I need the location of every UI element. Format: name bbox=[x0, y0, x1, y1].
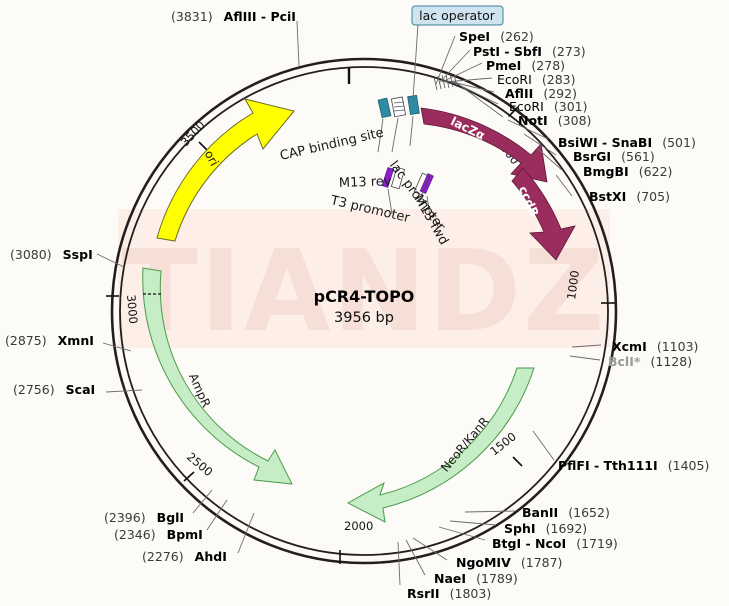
m13-rev-primer-marker bbox=[381, 167, 395, 188]
gene-arrow-ccdb: ccdB bbox=[511, 167, 576, 261]
regulatory-element-boxes bbox=[377, 94, 434, 196]
gene-label-ori: ori bbox=[202, 148, 222, 168]
tick-label-3500: 3500 bbox=[178, 118, 208, 149]
site-label-bpmi: (2346) BpmI bbox=[114, 524, 203, 543]
site-label-pflfi-tth111i: PflFI - Tth111I (1405) bbox=[558, 455, 709, 474]
lac-operator-callout-label: lac operator bbox=[419, 8, 496, 23]
lac-operator-callout-box bbox=[411, 5, 504, 26]
site-label-xcmi: XcmI (1103) bbox=[612, 336, 698, 355]
gene-label-lacz: lacZα bbox=[448, 114, 487, 142]
m13-fwd-outline bbox=[413, 172, 431, 196]
site-label-aflii: AflII (292) bbox=[505, 83, 577, 102]
t3-promoter-marker bbox=[390, 166, 406, 190]
plasmid-size: 3956 bp bbox=[334, 310, 394, 326]
site-label-noti: NotI (308) bbox=[518, 110, 591, 129]
site-label-afliii-pcii: (3831) AflIII - PciI bbox=[171, 6, 296, 25]
plasmid-backbone bbox=[110, 57, 618, 565]
tick-label-2000: 2000 bbox=[344, 519, 373, 533]
site-label-bsrgi: BsrGI (561) bbox=[573, 146, 655, 165]
site-label-sspi: (3080) SspI bbox=[10, 244, 93, 263]
site-label-bstxi: BstXI (705) bbox=[589, 186, 670, 205]
lac-operator-box bbox=[407, 94, 420, 115]
site-label-ecori-301: EcoRI (301) bbox=[509, 96, 588, 115]
site-label-scai: (2756) ScaI bbox=[13, 379, 95, 398]
inner-feature-leaders bbox=[377, 115, 431, 217]
site-label-sphi: SphI (1692) bbox=[504, 518, 587, 537]
left-site-leaders bbox=[96, 20, 300, 554]
site-label-ecori-283: EcoRI (283) bbox=[497, 69, 576, 88]
lac-operator-callout: lac operator bbox=[411, 5, 504, 100]
site-label-spei: SpeI (262) bbox=[459, 26, 534, 45]
site-label-pmei: PmeI (278) bbox=[486, 55, 565, 74]
inner-feature-cap-binding-site: CAP binding site bbox=[279, 125, 386, 163]
tick-label-1000: 1000 bbox=[564, 269, 582, 300]
site-label-xmni: (2875) XmnI bbox=[5, 330, 94, 349]
watermark-label: TIANDZ bbox=[122, 227, 607, 357]
site-label-ahdi: (2276) AhdI bbox=[142, 546, 227, 565]
site-label-banii: BanII (1652) bbox=[522, 502, 610, 521]
right-site-leaders bbox=[397, 35, 602, 586]
watermark-band bbox=[118, 209, 610, 348]
site-label-ngomiv: NgoMIV (1787) bbox=[456, 552, 562, 571]
tick-label-2500: 2500 bbox=[184, 450, 215, 480]
site-label-bsiwi-snabi: BsiWI - SnaBI (501) bbox=[558, 132, 696, 151]
site-label-rsrii: RsrII (1803) bbox=[407, 583, 491, 602]
site-label-btgi-ncoi: BtgI - NcoI (1719) bbox=[492, 533, 618, 552]
site-label-bmgbi: BmgBI (622) bbox=[583, 161, 672, 180]
left-restriction-sites: (3831) AflIII - PciI (3080) SspI (2875) … bbox=[5, 6, 296, 565]
plasmid-name: pCR4-TOPO bbox=[314, 287, 415, 306]
site-label-naei: NaeI (1789) bbox=[434, 568, 518, 587]
gene-arrow-ori: ori bbox=[156, 98, 295, 242]
right-restriction-sites: SpeI (262) PstI - SbfI (273) PmeI (278) … bbox=[407, 26, 709, 602]
site-label-psti-sbfi: PstI - SbfI (273) bbox=[473, 41, 586, 60]
cap-binding-site-box bbox=[377, 97, 392, 119]
site-label-bcli: BclI* (1128) bbox=[608, 351, 692, 370]
lac-promoter-box bbox=[390, 96, 407, 118]
tick-label-3000: 3000 bbox=[124, 294, 140, 324]
inner-feature-m13-rev: M13 rev bbox=[339, 174, 392, 191]
site-label-bgli: (2396) BglI bbox=[104, 507, 184, 526]
